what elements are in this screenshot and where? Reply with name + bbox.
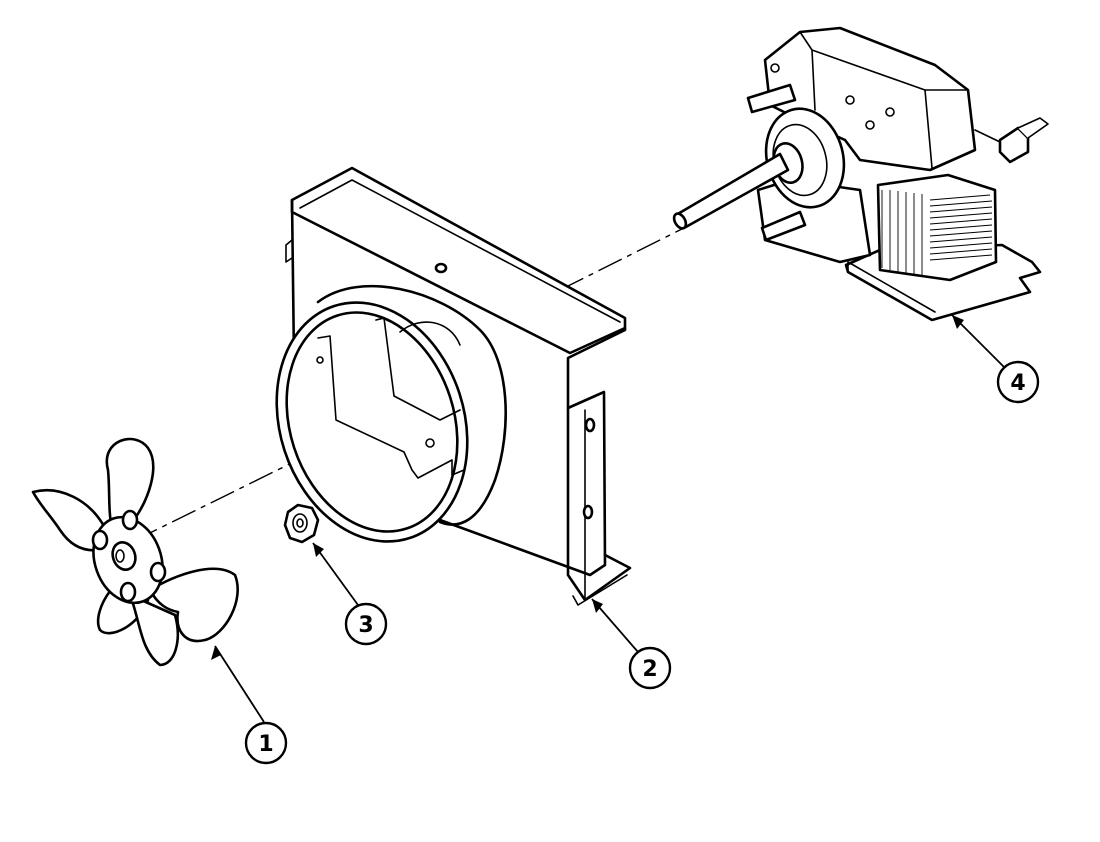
motor-shaft-tip	[672, 212, 688, 230]
callout-4-arrowhead	[952, 315, 964, 329]
inner-bracket-rear	[375, 317, 461, 421]
callout-1-arrowhead	[211, 646, 221, 660]
housing-hole-2	[845, 95, 855, 105]
shroud-mount-hole-upper	[584, 417, 596, 433]
motor-stud-upper	[746, 83, 797, 114]
hex-nut-bore	[292, 513, 308, 533]
fan-hub-boss-3	[149, 561, 167, 583]
fan-motor	[672, 26, 1049, 322]
motor-housing-seam	[811, 49, 816, 111]
inner-bracket	[317, 335, 465, 479]
fan-hub-boss-2	[121, 509, 139, 531]
housing-hole-4	[885, 107, 895, 117]
shroud-bottom-flange	[572, 574, 628, 606]
shroud-mount-hole-lower	[582, 504, 594, 520]
hex-nut	[283, 503, 320, 544]
fan-hub-shaft-hole	[115, 549, 125, 563]
fan-blade-right	[148, 567, 239, 643]
callout-3-arrowhead	[313, 543, 324, 557]
callout-2-circle	[628, 646, 672, 690]
callout-4-circle	[996, 360, 1040, 404]
motor-coil	[876, 173, 998, 282]
motor-base-edge	[847, 261, 936, 313]
callout-3-circle	[344, 602, 388, 646]
venturi-ring-side	[316, 284, 507, 526]
callout-3-label: 3	[358, 613, 373, 638]
fan-blade-lower	[128, 593, 179, 667]
callout-2-label: 2	[642, 657, 657, 682]
callout-1-label: 1	[258, 732, 273, 757]
fan-hub-boss-4	[119, 581, 137, 603]
motor-stud-lower	[760, 210, 807, 242]
axis-line-fan	[94, 379, 461, 561]
hex-nut-thread	[296, 518, 304, 528]
inner-bracket-hole	[425, 438, 435, 448]
venturi-ring-outer	[275, 301, 469, 543]
callout-1-circle	[244, 721, 288, 765]
shroud-top-hole	[434, 262, 448, 274]
motor-terminal-wire	[974, 129, 1001, 143]
motor-terminal-lug	[1017, 117, 1049, 139]
fan-hub-boss-1	[91, 529, 109, 551]
callout-4: 4	[951, 314, 1040, 404]
motor-housing-side	[924, 89, 933, 169]
housing-hole-3	[865, 120, 875, 130]
callout-3-leader	[312, 542, 359, 606]
inner-ring-hole	[316, 356, 324, 364]
shroud-top-edge	[299, 179, 621, 323]
motor-housing-holes	[770, 63, 895, 130]
housing-hole-1	[770, 63, 780, 73]
fan-blade-upper	[105, 437, 155, 532]
motor-coil-windings	[881, 190, 993, 276]
fan-blade-left	[31, 489, 110, 552]
callout-2: 2	[591, 598, 672, 690]
axis-line-motor	[559, 224, 691, 291]
motor-housing-ridge	[799, 31, 969, 91]
shroud-left-tab	[285, 239, 293, 263]
callout-1-leader	[214, 645, 265, 723]
callout-2-arrowhead	[592, 599, 603, 613]
assembly-axis-lines	[94, 224, 691, 561]
venturi-ring-inner	[285, 311, 459, 533]
callout-3: 3	[312, 542, 388, 646]
callout-4-label: 4	[1010, 371, 1025, 396]
fan-blade	[31, 437, 239, 667]
callout-1: 1	[211, 645, 288, 765]
inner-motor-opening	[399, 321, 461, 346]
fan-shroud	[275, 166, 632, 606]
shroud-top-flange	[290, 198, 627, 355]
